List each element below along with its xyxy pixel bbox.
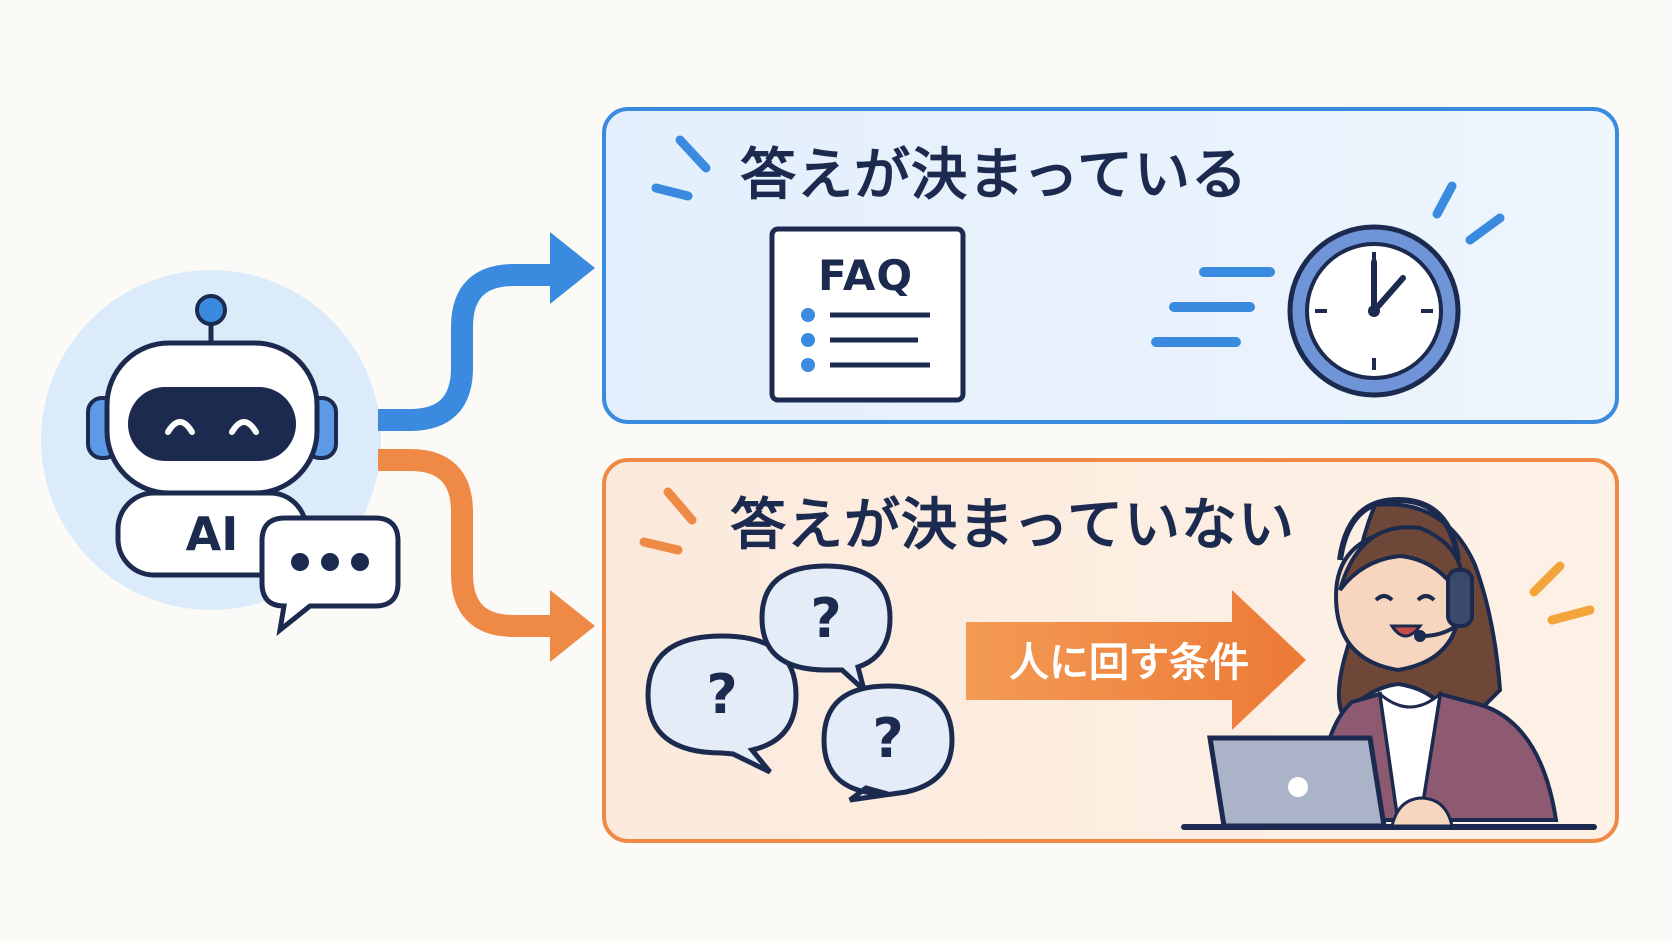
flow-arrow-bottom [378, 449, 595, 662]
top-panel-heading: 答えが決まっている [740, 143, 1248, 208]
laptop-icon [1181, 735, 1597, 830]
clock-sparkle [1432, 181, 1505, 245]
speech-bubble-icon [259, 515, 401, 637]
faq-label: FAQ [818, 251, 914, 300]
speed-lines [1151, 267, 1275, 347]
question-mark: ? [810, 587, 842, 650]
condition-arrow [966, 590, 1306, 730]
robot-label: AI [185, 507, 239, 561]
flow-arrow-top [378, 232, 595, 431]
robot-icon [86, 294, 338, 578]
bottom-panel-heading: 答えが決まっていない [730, 493, 1295, 558]
top-sparkle [651, 135, 711, 201]
operator-sparkle [1529, 561, 1595, 625]
condition-arrow-label: 人に回す条件 [1009, 640, 1249, 686]
clock-icon [1287, 224, 1461, 398]
question-mark: ? [872, 707, 904, 770]
bottom-sparkle [639, 487, 697, 555]
operator-icon [1315, 496, 1559, 822]
question-bubble-icon [645, 563, 955, 803]
question-mark: ? [706, 663, 738, 726]
faq-document-icon [769, 226, 966, 403]
